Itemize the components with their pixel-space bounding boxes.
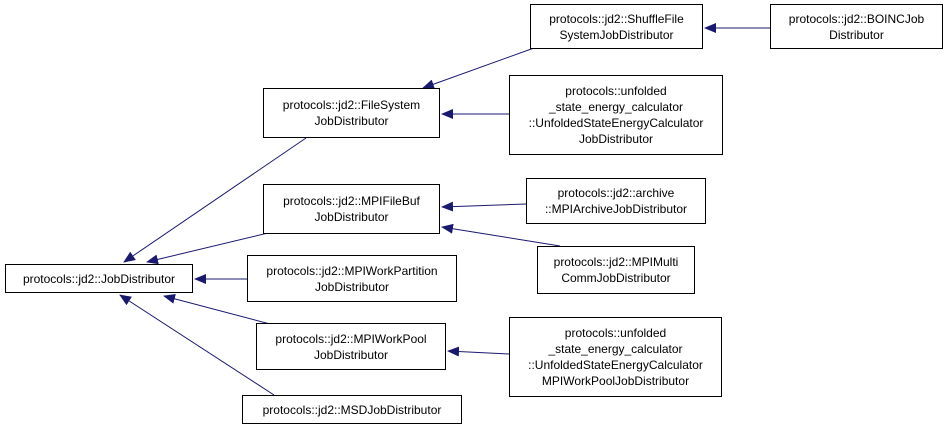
node-label-line: protocols::jd2::FileSystem bbox=[282, 98, 421, 112]
node-label-line: protocols::jd2::JobDistributor bbox=[22, 271, 176, 286]
node-label-line: ::UnfoldedStateEnergyCalculator bbox=[528, 358, 703, 372]
node-label-line: protocols::unfolded bbox=[565, 84, 667, 98]
edge-mpimulti-to-mpifilebuf bbox=[441, 223, 561, 247]
node-label-line: protocols::jd2::MPIMulti bbox=[553, 255, 679, 269]
node-label-line: protocols::jd2::MPIFileBuf bbox=[283, 194, 420, 208]
node-label-line: JobDistributor bbox=[314, 114, 389, 128]
node-unfolded-state-energy-calculator-job-distributor[interactable]: protocols::unfolded _state_energy_calcul… bbox=[509, 75, 723, 155]
node-label-line: protocols::jd2::MPIWorkPartition bbox=[266, 263, 438, 278]
node-mpi-file-buf-job-distributor[interactable]: protocols::jd2::MPIFileBuf JobDistributo… bbox=[263, 184, 440, 234]
node-label-line: _state_energy_calculator bbox=[548, 100, 684, 114]
edge-unfolded2-to-mpiworkpool bbox=[447, 346, 510, 357]
node-label-line: protocols::jd2::MSDJobDistributor bbox=[262, 402, 442, 417]
node-shuffle-file-system-job-distributor[interactable]: protocols::jd2::ShuffleFile SystemJobDis… bbox=[530, 4, 703, 49]
node-file-system-job-distributor[interactable]: protocols::jd2::FileSystem JobDistributo… bbox=[263, 88, 440, 138]
edge-filesystem-to-base bbox=[123, 137, 307, 263]
node-label-line: MPIWorkPoolJobDistributor bbox=[541, 374, 690, 388]
node-label-line: ::MPIArchiveJobDistributor bbox=[544, 202, 688, 216]
node-label-line: protocols::jd2::BOINCJob bbox=[788, 11, 925, 26]
node-label-line: JobDistributor bbox=[313, 347, 389, 362]
edge-mpiworkpool-to-base bbox=[163, 293, 271, 325]
node-label-line: SystemJobDistributor bbox=[559, 27, 674, 42]
node-label-line: JobDistributor bbox=[314, 279, 390, 294]
node-msd-job-distributor[interactable]: protocols::jd2::MSDJobDistributor bbox=[242, 395, 462, 424]
node-label-line: protocols::jd2::ShuffleFile bbox=[549, 11, 684, 26]
node-job-distributor[interactable]: protocols::jd2::JobDistributor bbox=[5, 264, 193, 293]
node-label-line: JobDistributor bbox=[314, 210, 389, 224]
node-boinc-job-distributor[interactable]: protocols::jd2::BOINCJob Distributor bbox=[770, 4, 943, 49]
node-label-line: protocols::jd2::MPIWorkPool bbox=[275, 331, 427, 346]
node-label-line: CommJobDistributor bbox=[561, 271, 671, 285]
node-label-line: ::UnfoldedStateEnergyCalculator bbox=[528, 116, 704, 130]
edge-msd-to-base bbox=[119, 294, 275, 396]
node-unfolded-state-energy-calculator-mpi-work-pool-job-distributor[interactable]: protocols::unfolded _state_energy_calcul… bbox=[509, 317, 722, 397]
node-mpi-multi-comm-job-distributor[interactable]: protocols::jd2::MPIMulti CommJobDistribu… bbox=[537, 246, 695, 294]
node-mpi-archive-job-distributor[interactable]: protocols::jd2::archive ::MPIArchiveJobD… bbox=[526, 178, 706, 224]
node-label-line: Distributor bbox=[829, 27, 884, 42]
node-mpi-work-partition-job-distributor[interactable]: protocols::jd2::MPIWorkPartition JobDist… bbox=[247, 255, 457, 302]
node-label-line: protocols::jd2::archive bbox=[557, 186, 675, 200]
node-label-line: _state_energy_calculator bbox=[548, 342, 683, 356]
node-label-line: protocols::unfolded bbox=[564, 326, 667, 340]
edge-mpifilebuf-to-base bbox=[146, 232, 269, 265]
edge-shufflefs-to-filesystem bbox=[422, 47, 535, 89]
node-label-line: JobDistributor bbox=[578, 132, 654, 146]
node-mpi-work-pool-job-distributor[interactable]: protocols::jd2::MPIWorkPool JobDistribut… bbox=[256, 323, 446, 370]
edge-mpiarchive-to-mpifilebuf bbox=[441, 201, 527, 212]
